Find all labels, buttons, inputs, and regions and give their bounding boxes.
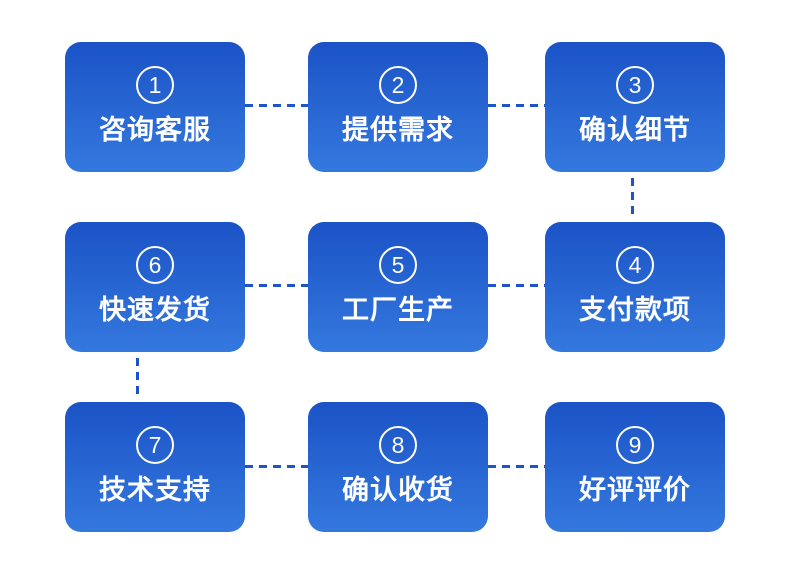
connector-step8-step9 [488,465,545,468]
step-label: 咨询客服 [99,115,211,145]
step-box-6: 6 快速发货 [65,222,245,352]
step-number-badge: 5 [379,246,417,284]
step-number: 1 [148,71,162,98]
step-box-7: 7 技术支持 [65,402,245,532]
step-number-badge: 4 [616,246,654,284]
step-number: 6 [148,251,162,278]
step-label: 技术支持 [99,475,211,505]
step-number: 9 [628,431,642,458]
step-label: 快速发货 [99,295,211,325]
step-number: 3 [628,71,642,98]
step-box-8: 8 确认收货 [308,402,488,532]
connector-step7-step8 [245,465,308,468]
step-label: 确认细节 [579,115,691,145]
step-number-badge: 9 [616,426,654,464]
step-box-1: 1 咨询客服 [65,42,245,172]
step-number-badge: 2 [379,66,417,104]
step-box-3: 3 确认细节 [545,42,725,172]
step-box-5: 5 工厂生产 [308,222,488,352]
step-label: 工厂生产 [342,295,454,325]
step-number-badge: 3 [616,66,654,104]
connector-step6-step7 [136,358,139,398]
step-box-9: 9 好评评价 [545,402,725,532]
step-box-4: 4 支付款项 [545,222,725,352]
step-number-badge: 1 [136,66,174,104]
connector-step2-step3 [488,104,545,107]
step-number-badge: 7 [136,426,174,464]
step-number-badge: 6 [136,246,174,284]
step-label: 确认收货 [342,475,454,505]
connector-step1-step2 [245,104,308,107]
step-number: 4 [628,251,642,278]
step-number: 7 [148,431,162,458]
step-number: 2 [391,71,405,98]
step-label: 好评评价 [579,475,691,505]
step-number: 5 [391,251,405,278]
step-label: 支付款项 [579,295,691,325]
step-number-badge: 8 [379,426,417,464]
connector-step3-step4 [631,178,634,218]
step-box-2: 2 提供需求 [308,42,488,172]
connector-step5-step6 [245,284,308,287]
connector-step4-step5 [488,284,545,287]
step-number: 8 [391,431,405,458]
step-label: 提供需求 [342,115,454,145]
